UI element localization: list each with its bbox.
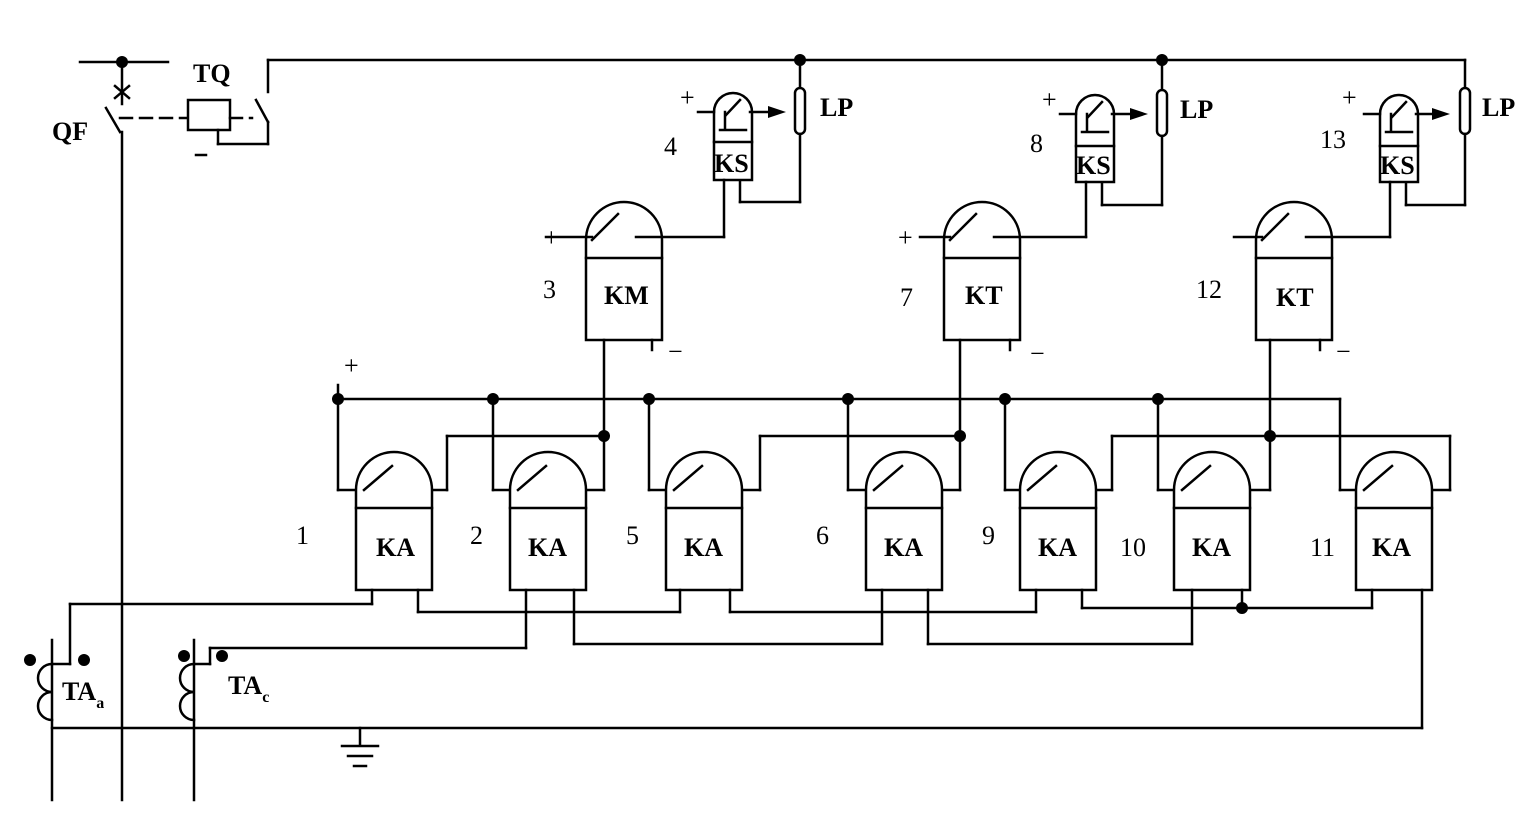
plus-km: + — [544, 223, 559, 252]
relay-kt-7: KT 7 + − — [898, 200, 1088, 438]
ka-number-9: 9 — [982, 521, 995, 550]
current-coil-wiring — [50, 588, 1424, 768]
lp-label-13: LP — [1482, 93, 1515, 122]
ka-label-2: KA — [528, 533, 567, 562]
trip-coil-tq — [186, 98, 232, 132]
km-label: KM — [604, 281, 649, 310]
positive-bus: + — [332, 351, 1342, 405]
lp-label-4: LP — [820, 93, 853, 122]
ka-relay-5: KA 5 — [626, 450, 744, 592]
ka-relay-10: KA 10 — [1120, 450, 1252, 592]
signal-relay-8: KS LP + 8 — [1030, 58, 1213, 239]
qf-label: QF — [52, 117, 88, 146]
signal-relay-4: KS LP + 4 — [664, 58, 853, 239]
ka-number-2: 2 — [470, 521, 483, 550]
lp-label-8: LP — [1180, 95, 1213, 124]
ka-label-5: KA — [684, 533, 723, 562]
kt-label-12: KT — [1276, 283, 1314, 312]
ka-number-1: 1 — [296, 521, 309, 550]
ka-contact-wiring — [336, 397, 1452, 492]
ka-label-11: KA — [1372, 533, 1411, 562]
ka-number-5: 5 — [626, 521, 639, 550]
minus-kt-12: − — [1336, 337, 1351, 366]
relay-kt-12: KT 12 − — [1196, 200, 1392, 438]
minus-km: − — [668, 337, 683, 366]
ks-label-13: KS — [1380, 151, 1415, 180]
plus-kt-7: + — [898, 223, 913, 252]
ka-relay-2: KA 2 — [470, 450, 588, 592]
plus-bus: + — [344, 351, 359, 380]
breaker-section: QF TQ — [52, 54, 1467, 802]
plus-ks-13: + — [1342, 83, 1357, 112]
ka-number-6: 6 — [816, 521, 829, 550]
ks-label-4: KS — [714, 149, 749, 178]
ta-c-label: TAc — [228, 671, 269, 706]
num-3: 3 — [543, 275, 556, 304]
ka-label-9: KA — [1038, 533, 1077, 562]
num-4: 4 — [664, 132, 677, 161]
ka-label-1: KA — [376, 533, 415, 562]
ta-a-label: TAa — [62, 677, 104, 712]
current-transformer-a: TAa — [24, 638, 104, 802]
num-12: 12 — [1196, 275, 1222, 304]
ka-number-10: 10 — [1120, 533, 1146, 562]
ka-relay-1: KA 1 — [296, 450, 434, 592]
num-8: 8 — [1030, 129, 1043, 158]
tq-label: TQ — [193, 59, 231, 88]
num-13: 13 — [1320, 125, 1346, 154]
relay-km-3: KM 3 + − — [543, 200, 726, 438]
ks-label-8: KS — [1076, 151, 1111, 180]
ka-relay-11: KA 11 — [1310, 450, 1434, 592]
ka-relay-6: KA 6 — [816, 450, 944, 592]
current-transformer-c: TAc — [178, 638, 269, 802]
ka-number-11: 11 — [1310, 533, 1335, 562]
plus-ks-8: + — [1042, 85, 1057, 114]
ka-label-6: KA — [884, 533, 923, 562]
minus-kt-7: − — [1030, 339, 1045, 368]
ka-label-10: KA — [1192, 533, 1231, 562]
ka-relay-9: KA 9 — [982, 450, 1098, 592]
num-7: 7 — [900, 283, 913, 312]
plus-ks-4: + — [680, 83, 695, 112]
signal-relay-13: KS LP + 13 — [1320, 58, 1515, 239]
kt-label-7: KT — [965, 281, 1003, 310]
